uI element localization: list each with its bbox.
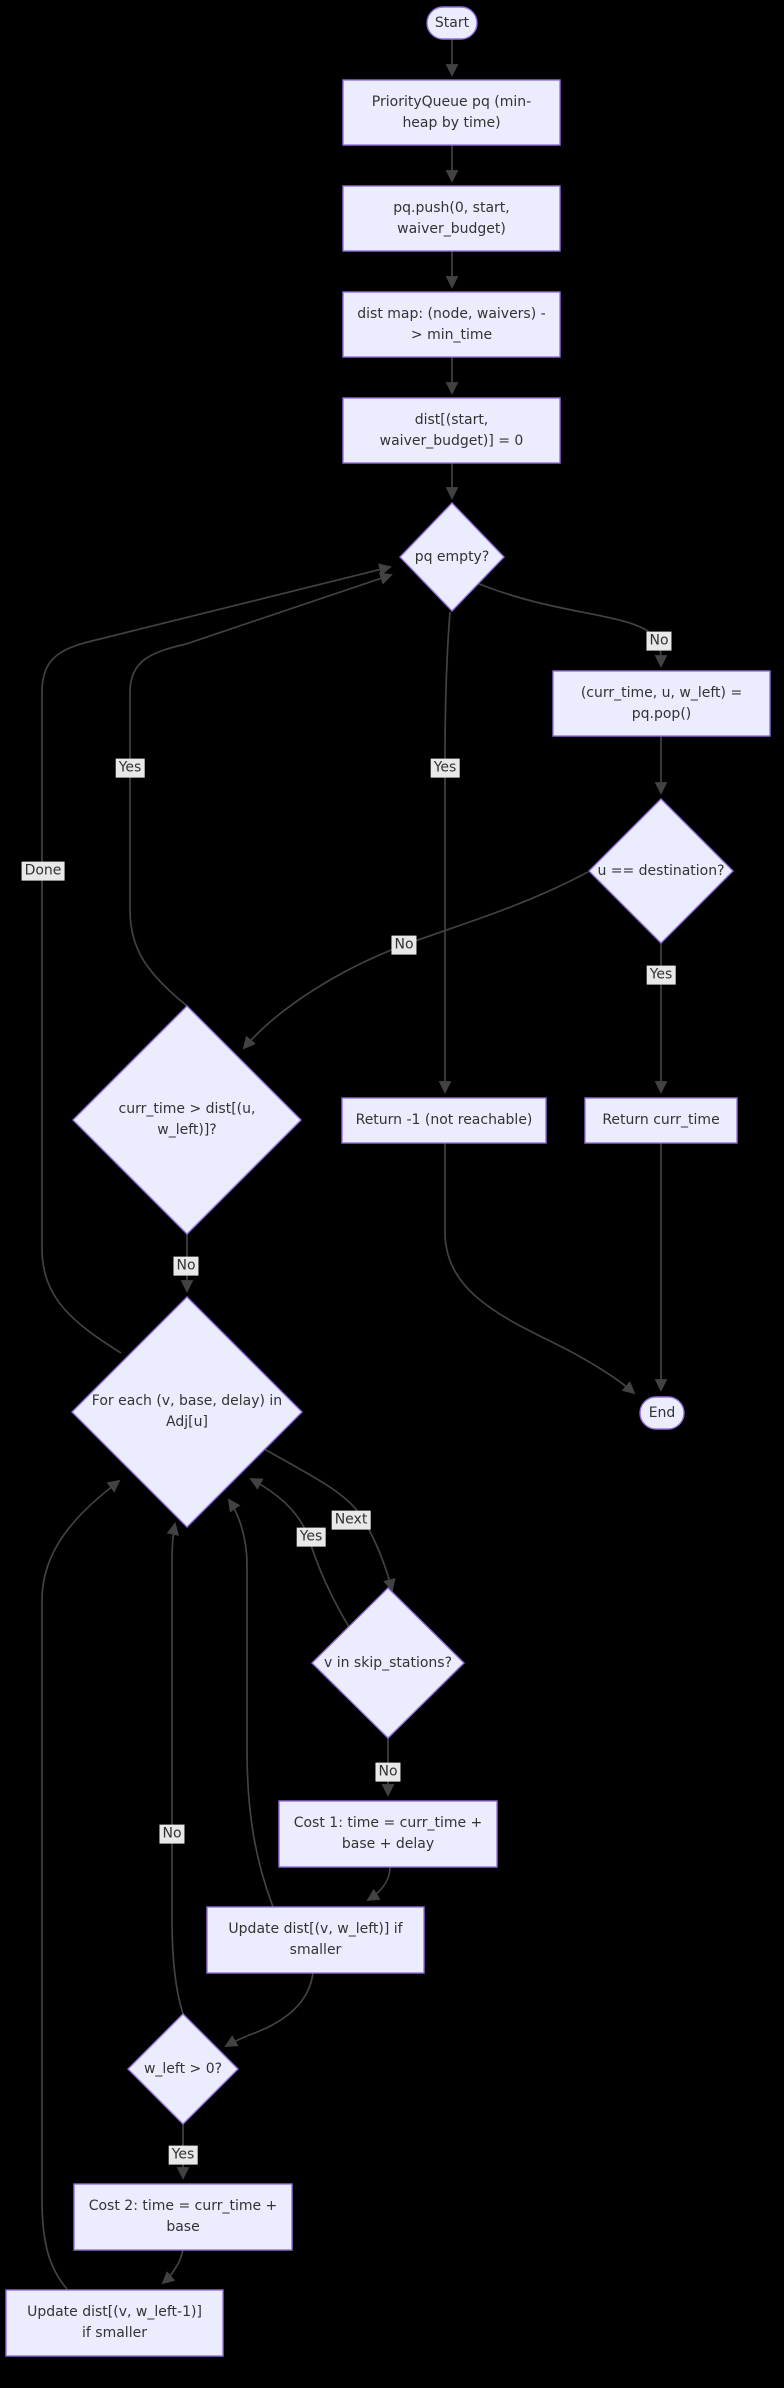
update1-node-shape bbox=[206, 1906, 425, 1974]
cost2-node-shape bbox=[73, 2183, 293, 2251]
pq-empty-decision-shape bbox=[399, 501, 505, 613]
cost1-node-shape bbox=[278, 1800, 498, 1868]
is-destination-decision-shape bbox=[588, 798, 734, 944]
skip-check-decision-shape bbox=[311, 1587, 465, 1739]
node-shapes bbox=[5, 6, 771, 2357]
update2-node-shape bbox=[5, 2289, 224, 2357]
return-time-node-shape bbox=[584, 1097, 738, 1144]
start-node-shape bbox=[426, 6, 478, 40]
edge-isdest-no-to-stale bbox=[242, 871, 589, 1050]
push-start-node-shape bbox=[342, 185, 561, 252]
edge-foreach-next-to-skip bbox=[258, 1445, 396, 1592]
edge-skip-yes-to-foreach bbox=[249, 1478, 350, 1628]
edge-update1-to-foreach bbox=[227, 1498, 274, 1908]
edge-pqempty-yes-to-return-1 bbox=[438, 611, 452, 1094]
edge-cost2-to-update2 bbox=[161, 2249, 184, 2285]
edge-foreach-done-to-pqempty bbox=[41, 563, 392, 1354]
init-pq-node-shape bbox=[342, 79, 561, 146]
edge-pqempty-no-to-pop bbox=[476, 582, 668, 668]
stale-check-decision-shape bbox=[72, 1005, 302, 1235]
wleft-decision-shape bbox=[127, 2013, 239, 2125]
end-node-shape bbox=[639, 1396, 685, 1430]
edge-wleft-no-to-foreach bbox=[166, 1522, 184, 2015]
pop-node-shape bbox=[552, 670, 771, 737]
edge-update1-to-wleft bbox=[224, 1972, 314, 2047]
dist-map-node-shape bbox=[342, 291, 561, 358]
edge-return-1-to-end bbox=[444, 1143, 636, 1395]
return-neg1-node-shape bbox=[341, 1097, 547, 1144]
dist-init-node-shape bbox=[342, 397, 561, 464]
edge-cost1-to-update1 bbox=[366, 1866, 391, 1902]
edge-update2-to-foreach bbox=[41, 1479, 121, 2290]
foreach-decision-shape bbox=[71, 1296, 303, 1528]
edge-stale-yes-to-pqempty bbox=[129, 572, 393, 1007]
